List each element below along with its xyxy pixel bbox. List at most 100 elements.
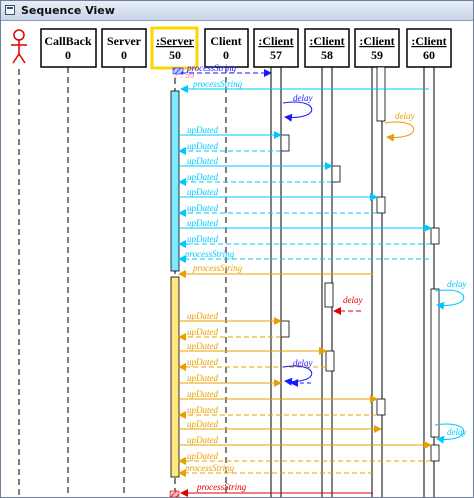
object-box-callback[interactable]: CallBack 0 — [40, 28, 97, 68]
message-updated-cyan-2[interactable]: upDated — [179, 156, 333, 170]
message-label: upDated — [187, 419, 218, 429]
message-updated-cyan-6[interactable]: upDated — [179, 218, 432, 232]
message-updated-return-orange-5[interactable]: upDated — [178, 405, 377, 419]
message-updated-return-cyan-1[interactable]: upDated — [178, 141, 281, 155]
message-label: upDated — [187, 311, 218, 321]
window-title: Sequence View — [21, 4, 115, 17]
message-label: processString — [192, 79, 243, 89]
message-label: delay — [343, 295, 363, 305]
object-box-client-60[interactable]: :Client 60 — [406, 28, 452, 68]
message-label: upDated — [187, 389, 218, 399]
message-updated-orange-extra[interactable]: upDated — [179, 373, 282, 387]
object-box-client-59[interactable]: :Client 59 — [354, 28, 400, 68]
title-bar[interactable]: Sequence View — [1, 1, 473, 21]
message-label: processString — [184, 249, 235, 259]
message-label: upDated — [187, 218, 218, 228]
activation-client-59-a — [376, 196, 386, 214]
message-label: upDated — [187, 172, 218, 182]
object-box-client-58[interactable]: :Client 58 — [304, 28, 350, 68]
activation-client-57-b — [280, 320, 290, 338]
object-box-client-57[interactable]: :Client 57 — [253, 28, 299, 68]
lifelines — [67, 67, 435, 497]
message-label: upDated — [187, 187, 218, 197]
activation-client-60-long — [430, 288, 440, 438]
message-updated-orange-6[interactable]: upDated — [179, 435, 432, 449]
message-label: upDated — [187, 125, 218, 135]
activation-bar-server-yellow[interactable] — [170, 276, 180, 478]
message-layer: processString processString delay delay upDa… — [178, 63, 467, 497]
message-process-string-return[interactable]: processString — [180, 79, 429, 93]
object-id: 60 — [423, 48, 435, 62]
message-delay-60-b[interactable]: delay — [434, 423, 467, 444]
message-label: processString — [196, 482, 247, 492]
message-label: upDated — [187, 357, 218, 367]
message-updated-return-orange-7[interactable]: upDated — [178, 451, 431, 465]
object-id: 0 — [121, 48, 127, 62]
message-process-string-orange-2[interactable]: processString — [178, 463, 373, 477]
message-label: delay — [293, 358, 313, 368]
object-id: 58 — [321, 48, 333, 62]
object-box-server-50[interactable]: :Server 50 7 : 59 — [150, 26, 199, 80]
message-updated-return-cyan-5[interactable]: upDated — [178, 203, 377, 217]
actor-icon[interactable] — [11, 29, 27, 64]
message-updated-cyan-0[interactable]: upDated — [179, 125, 282, 139]
object-box-client[interactable]: Client 0 — [204, 28, 249, 68]
object-id: 0 — [223, 48, 229, 62]
message-label: upDated — [187, 203, 218, 213]
message-delay-58[interactable]: delay — [333, 295, 363, 315]
message-label: upDated — [187, 156, 218, 166]
message-label: upDated — [187, 405, 218, 415]
message-label: processString — [192, 263, 243, 273]
message-process-string-call[interactable]: processString — [181, 63, 272, 77]
hatched-marker-top — [172, 67, 184, 75]
object-name: :Client — [309, 34, 344, 48]
object-name: :Client — [258, 34, 293, 48]
activation-bar-server-cyan[interactable] — [170, 90, 180, 272]
message-delay-57[interactable]: delay — [282, 93, 313, 122]
hatched-marker-bottom — [169, 490, 180, 497]
message-updated-return-cyan-3[interactable]: upDated — [178, 172, 332, 186]
message-label: upDated — [187, 327, 218, 337]
object-name: :Client — [359, 34, 394, 48]
activation-client-60-b — [430, 444, 440, 462]
object-name: Client — [210, 34, 241, 48]
message-updated-orange-0[interactable]: upDated — [179, 311, 282, 325]
client-activations — [280, 66, 440, 462]
message-label: upDated — [187, 141, 218, 151]
object-info: 7 : 59 — [174, 70, 195, 80]
object-id: 59 — [371, 48, 383, 62]
message-updated-cyan-4[interactable]: upDated — [179, 187, 378, 201]
message-delay-59[interactable]: delay — [384, 111, 415, 142]
message-updated-orange-4[interactable]: upDated — [179, 389, 378, 403]
message-label: delay — [447, 279, 467, 289]
message-label: upDated — [187, 234, 218, 244]
message-process-string-red[interactable]: processString — [180, 482, 373, 497]
message-delay-60[interactable]: delay — [434, 279, 467, 310]
message-updated-return-orange-1[interactable]: upDated — [178, 327, 281, 341]
message-process-string-cyan-return[interactable]: processString — [178, 249, 429, 263]
activation-client-58-b — [324, 282, 334, 308]
object-id: 57 — [270, 48, 282, 62]
message-updated-orange-extra2[interactable]: upDated — [179, 419, 382, 433]
message-delay-57-b[interactable]: delay — [282, 358, 313, 386]
sequence-diagram-canvas[interactable]: CallBack 0 Server 0 :Server 50 7 : 59 Cl… — [1, 21, 473, 497]
object-name: Server — [107, 34, 142, 48]
message-label: processString — [184, 463, 235, 473]
message-label: upDated — [187, 451, 218, 461]
sequence-diagram[interactable]: CallBack 0 Server 0 :Server 50 7 : 59 Cl… — [1, 21, 473, 497]
message-updated-return-cyan-7[interactable]: upDated — [178, 234, 431, 248]
window-icon — [5, 5, 15, 15]
message-updated-orange-2[interactable]: upDated — [179, 341, 327, 355]
message-label: delay — [395, 111, 415, 121]
message-label: upDated — [187, 435, 218, 445]
activation-client-59-top — [376, 66, 386, 122]
activation-client-58-c — [325, 350, 335, 372]
object-box-server[interactable]: Server 0 — [101, 28, 147, 68]
object-name: :Client — [411, 34, 446, 48]
object-name: CallBack — [44, 34, 92, 48]
message-label: upDated — [187, 373, 218, 383]
object-name: :Server — [156, 34, 195, 48]
message-label: delay — [447, 427, 467, 437]
message-process-string-orange[interactable]: processString — [178, 263, 373, 278]
